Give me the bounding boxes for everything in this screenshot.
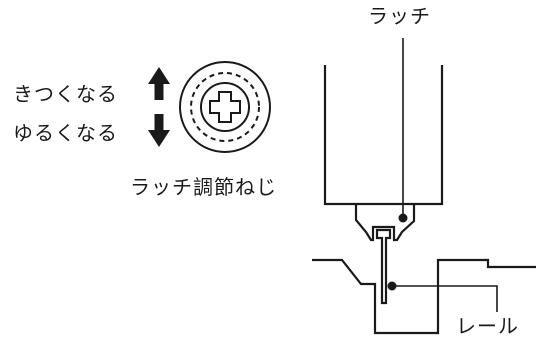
latch-label: ラッチ bbox=[368, 4, 431, 28]
arrow-down-icon bbox=[148, 114, 170, 147]
latch-body bbox=[354, 205, 416, 305]
loosen-label: ゆるくなる bbox=[13, 121, 118, 145]
latch-adjust-screw-label: ラッチ調節ねじ bbox=[130, 175, 277, 199]
tighten-label: きつくなる bbox=[13, 82, 118, 106]
rail bbox=[312, 258, 536, 335]
phillips-screw-icon bbox=[179, 61, 271, 153]
rail-pointer bbox=[387, 281, 498, 312]
arrow-up-icon bbox=[148, 67, 170, 100]
latch-housing bbox=[323, 65, 444, 206]
latch-pointer bbox=[398, 38, 408, 223]
rail-label: レール bbox=[456, 314, 519, 338]
